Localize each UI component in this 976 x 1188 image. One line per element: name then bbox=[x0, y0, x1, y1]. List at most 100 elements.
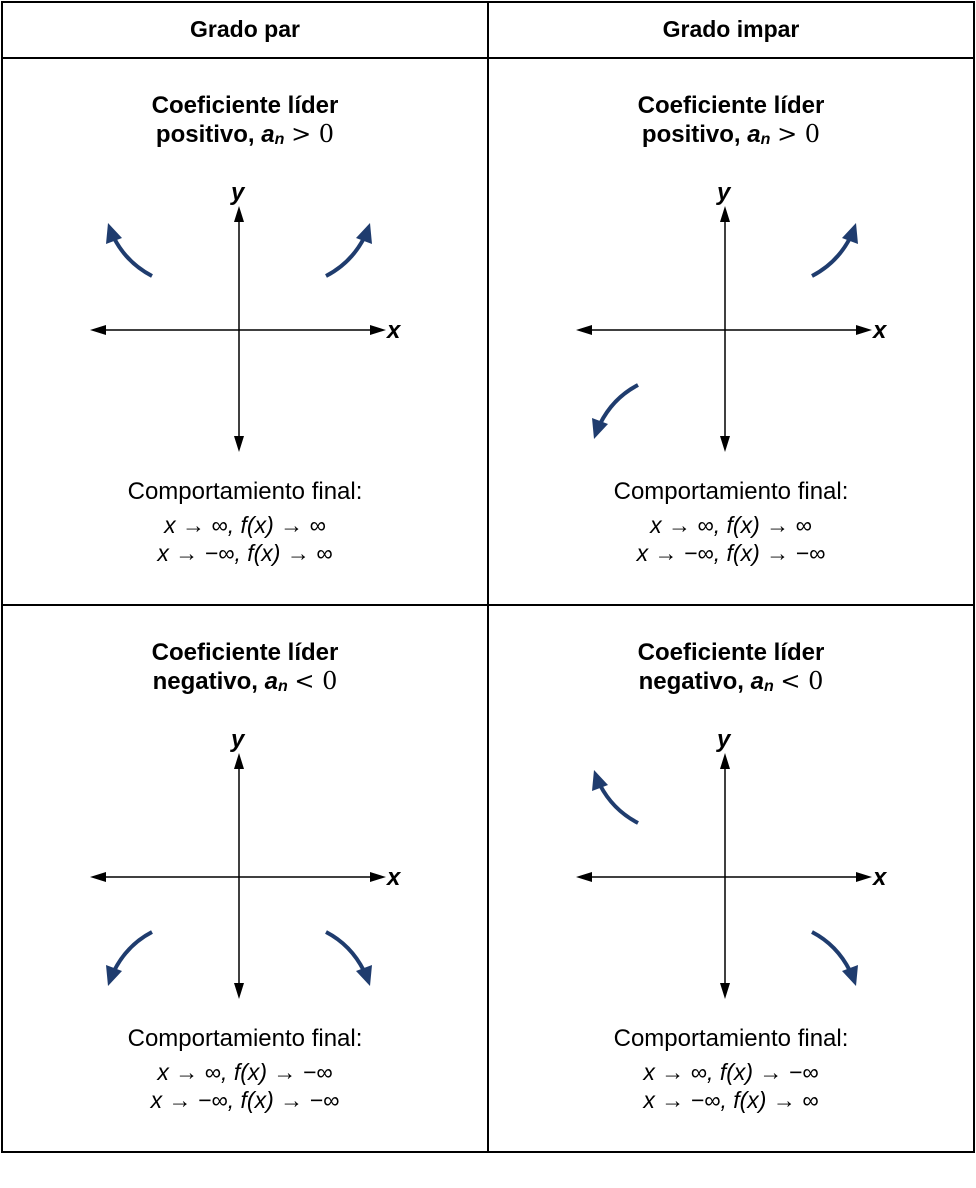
x-axis bbox=[90, 872, 386, 882]
coefficient-relation: > 0 bbox=[291, 120, 335, 148]
coefficient-subscript: n bbox=[760, 131, 771, 148]
right-up-arrow bbox=[811, 237, 852, 278]
header-odd: Grado impar bbox=[662, 15, 800, 42]
end-behavior-arrows bbox=[106, 930, 372, 986]
x-axis-left-arrowhead bbox=[90, 872, 106, 882]
coefficient-variable: a bbox=[750, 668, 764, 695]
left-down-arrow bbox=[598, 383, 639, 425]
y-axis-top-arrowhead bbox=[234, 206, 244, 222]
left-down-arrow bbox=[112, 930, 153, 972]
left-up-arrow bbox=[112, 237, 153, 278]
end-behavior-label: Comportamiento final: bbox=[613, 478, 849, 505]
panel-title: Coeficiente líder positivo, an > 0 bbox=[488, 92, 974, 152]
coefficient-variable: a bbox=[747, 121, 761, 148]
panel-title: Coeficiente líder negativo, an < 0 bbox=[488, 639, 974, 699]
end-behavior-arrows bbox=[592, 770, 858, 986]
title-line-2: negativo, an < 0 bbox=[488, 667, 974, 699]
end-behavior-line-1: x → ∞, f(x) → ∞ bbox=[164, 512, 326, 538]
panel-odd-positive: Coeficiente líder positivo, an > 0 x y bbox=[488, 58, 974, 605]
end-behavior-line-2: x → −∞, f(x) → −∞ bbox=[150, 1087, 340, 1113]
x-axis-label: x bbox=[385, 864, 402, 891]
right-down-arrowhead bbox=[842, 965, 858, 986]
end-behavior-line-2: x → −∞, f(x) → −∞ bbox=[636, 540, 826, 566]
title-line-2: negativo, an < 0 bbox=[2, 667, 488, 699]
panel-title: Coeficiente líder positivo, an > 0 bbox=[2, 92, 488, 152]
panel-even-positive: Coeficiente líder positivo, an > 0 x y bbox=[2, 58, 488, 605]
end-behavior-label: Comportamiento final: bbox=[127, 478, 363, 505]
y-axis-bottom-arrowhead bbox=[720, 983, 730, 999]
left-up-arrow bbox=[598, 784, 639, 825]
right-up-arrowhead bbox=[356, 223, 372, 244]
coefficient-subscript: n bbox=[763, 678, 774, 695]
y-axis bbox=[234, 753, 244, 999]
coefficient-relation: < 0 bbox=[780, 667, 824, 695]
end-behavior-label: Comportamiento final: bbox=[613, 1025, 849, 1052]
x-axis-left-arrowhead bbox=[90, 325, 106, 335]
x-axis-label: x bbox=[385, 317, 402, 344]
end-behavior-line-2: x → −∞, f(x) → ∞ bbox=[157, 540, 333, 566]
right-down-arrow bbox=[811, 930, 852, 972]
title-word: negativo, bbox=[638, 668, 744, 695]
axes-plot: x y bbox=[576, 726, 888, 999]
end-behavior-table: Grado par Grado impar Coeficiente líder … bbox=[1, 1, 975, 1153]
end-behavior-label: Comportamiento final: bbox=[127, 1025, 363, 1052]
x-axis-label: x bbox=[871, 864, 888, 891]
y-axis-label: y bbox=[716, 726, 732, 753]
x-axis bbox=[90, 325, 386, 335]
header-even: Grado par bbox=[190, 15, 300, 42]
coefficient-relation: > 0 bbox=[777, 120, 821, 148]
coefficient-variable: a bbox=[264, 668, 278, 695]
left-up-arrowhead bbox=[106, 223, 122, 244]
y-axis-bottom-arrowhead bbox=[234, 436, 244, 452]
axes-plot: x y bbox=[90, 726, 402, 999]
coefficient-relation: < 0 bbox=[294, 667, 338, 695]
coefficient-subscript: n bbox=[277, 678, 288, 695]
axes-plot: x y bbox=[90, 179, 402, 452]
panel-title: Coeficiente líder negativo, an < 0 bbox=[2, 639, 488, 699]
title-line-1: Coeficiente líder bbox=[151, 639, 339, 666]
axes-plot: x y bbox=[576, 179, 888, 452]
end-behavior-arrows bbox=[106, 223, 372, 278]
coefficient-subscript: n bbox=[274, 131, 285, 148]
title-line-1: Coeficiente líder bbox=[637, 639, 825, 666]
y-axis-label: y bbox=[716, 179, 732, 206]
coefficient-variable: a bbox=[261, 121, 275, 148]
title-line-2: positivo, an > 0 bbox=[488, 120, 974, 152]
end-behavior-line-1: x → ∞, f(x) → −∞ bbox=[643, 1059, 819, 1085]
title-word: positivo, bbox=[155, 121, 255, 148]
x-axis-right-arrowhead bbox=[856, 325, 872, 335]
end-behavior-arrows bbox=[592, 223, 858, 439]
end-behavior-line-1: x → ∞, f(x) → −∞ bbox=[157, 1059, 333, 1085]
x-axis-right-arrowhead bbox=[370, 325, 386, 335]
title-line-1: Coeficiente líder bbox=[637, 92, 825, 119]
x-axis bbox=[576, 872, 872, 882]
y-axis-top-arrowhead bbox=[720, 753, 730, 769]
title-word: positivo, bbox=[641, 121, 741, 148]
x-axis bbox=[576, 325, 872, 335]
right-up-arrowhead bbox=[842, 223, 858, 244]
y-axis bbox=[720, 753, 730, 999]
left-down-arrowhead bbox=[106, 965, 122, 986]
y-axis bbox=[234, 206, 244, 452]
y-axis bbox=[720, 206, 730, 452]
end-behavior-line-1: x → ∞, f(x) → ∞ bbox=[650, 512, 812, 538]
x-axis-right-arrowhead bbox=[370, 872, 386, 882]
x-axis-right-arrowhead bbox=[856, 872, 872, 882]
y-axis-label: y bbox=[230, 179, 246, 206]
title-line-1: Coeficiente líder bbox=[151, 92, 339, 119]
left-down-arrowhead bbox=[592, 418, 608, 439]
y-axis-bottom-arrowhead bbox=[720, 436, 730, 452]
cell-odd-negative bbox=[487, 604, 975, 1153]
y-axis-label: y bbox=[230, 726, 246, 753]
title-word: negativo, bbox=[152, 668, 258, 695]
x-axis-left-arrowhead bbox=[576, 872, 592, 882]
panel-odd-negative: Coeficiente líder negativo, an < 0 x y bbox=[488, 605, 974, 1152]
y-axis-bottom-arrowhead bbox=[234, 983, 244, 999]
end-behavior-line-2: x → −∞, f(x) → ∞ bbox=[643, 1087, 819, 1113]
x-axis-label: x bbox=[871, 317, 888, 344]
panel-even-negative: Coeficiente líder negativo, an < 0 x y bbox=[2, 605, 488, 1152]
right-up-arrow bbox=[325, 237, 366, 278]
left-up-arrowhead bbox=[592, 770, 608, 791]
x-axis-left-arrowhead bbox=[576, 325, 592, 335]
right-down-arrowhead bbox=[356, 965, 372, 986]
